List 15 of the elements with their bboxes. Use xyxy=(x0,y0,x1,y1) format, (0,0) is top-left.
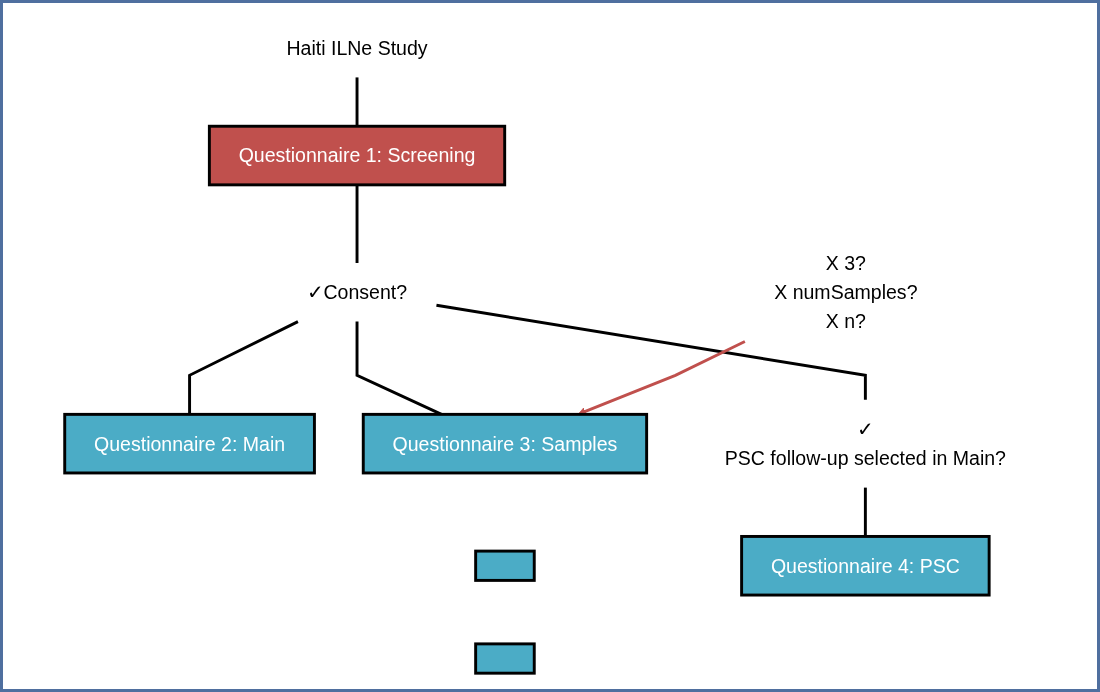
node-text: ✓ PSC follow-up selected in Main? xyxy=(724,418,1006,470)
node-box: Questionnaire 1: Screening xyxy=(207,124,507,187)
node-text: Haiti ILNe Study xyxy=(286,37,428,59)
node-box xyxy=(474,549,536,582)
node-box xyxy=(474,642,536,675)
connector xyxy=(863,487,867,537)
node-box: Questionnaire 3: Samples xyxy=(361,412,649,475)
node-box: Questionnaire 4: PSC xyxy=(740,535,991,597)
node-text: X 3? X numSamples? X n? xyxy=(774,252,918,333)
node-text: ✓Consent? xyxy=(306,281,408,304)
connector xyxy=(188,320,299,415)
connector xyxy=(355,77,359,127)
connector xyxy=(355,184,359,263)
node-box: Questionnaire 2: Main xyxy=(63,412,316,475)
connector xyxy=(436,303,867,400)
